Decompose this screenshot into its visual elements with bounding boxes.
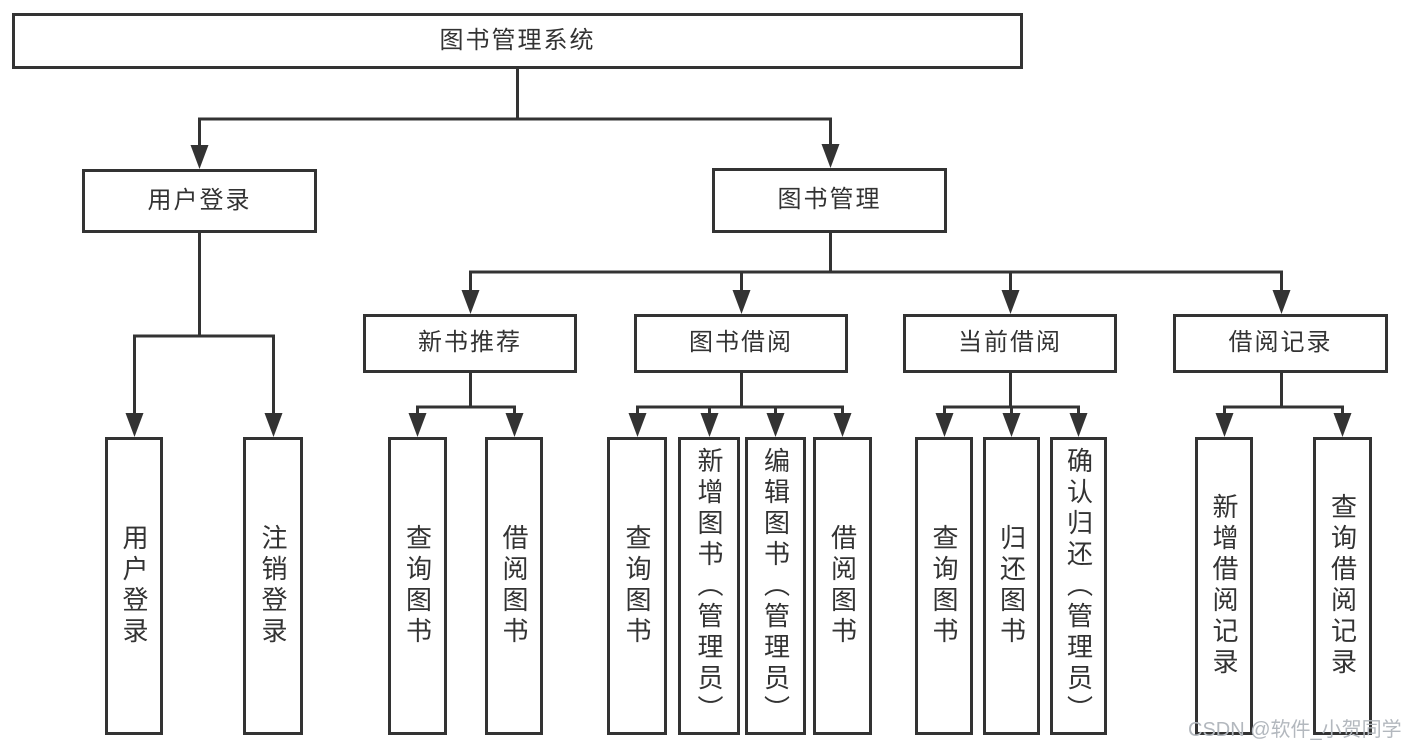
leaf-bb-edit-books-admin: 编辑图书（管理员） bbox=[745, 437, 806, 735]
connector-userlogin-to-leaves bbox=[125, 228, 283, 437]
leaf-bb-borrow-books: 借阅图书 bbox=[813, 437, 872, 735]
leaf-nbr-borrow-books: 借阅图书 bbox=[485, 437, 543, 735]
node-book-management: 图书管理 bbox=[712, 168, 947, 233]
leaf-logout: 注销登录 bbox=[243, 437, 303, 735]
connector-borrowrecords-to-leaves bbox=[1215, 368, 1352, 437]
connector-currentborrow-to-leaves bbox=[935, 368, 1088, 437]
node-borrowing-records: 借阅记录 bbox=[1173, 314, 1388, 373]
leaf-nbr-query-books: 查询图书 bbox=[388, 437, 447, 735]
leaf-bb-add-books-admin: 新增图书（管理员） bbox=[678, 437, 740, 735]
node-new-book-recommendation: 新书推荐 bbox=[363, 314, 577, 373]
leaf-br-query-record: 查询借阅记录 bbox=[1313, 437, 1372, 735]
connector-newbookrec-to-leaves bbox=[408, 368, 524, 437]
node-user-login: 用户登录 bbox=[82, 169, 317, 233]
leaf-cb-query-books: 查询图书 bbox=[915, 437, 973, 735]
connector-root-to-level2 bbox=[190, 64, 840, 169]
node-book-borrowing: 图书借阅 bbox=[634, 314, 848, 373]
node-root: 图书管理系统 bbox=[12, 13, 1023, 69]
node-current-borrowing: 当前借阅 bbox=[903, 314, 1117, 373]
connector-bookmgmt-to-level3 bbox=[461, 228, 1291, 314]
connector-bookborrow-to-leaves bbox=[628, 368, 852, 437]
leaf-br-add-record: 新增借阅记录 bbox=[1195, 437, 1253, 735]
leaf-cb-confirm-return-admin: 确认归还（管理员） bbox=[1050, 437, 1107, 735]
leaf-cb-return-books: 归还图书 bbox=[983, 437, 1040, 735]
leaf-bb-query-books: 查询图书 bbox=[607, 437, 667, 735]
leaf-user-login: 用户登录 bbox=[105, 437, 163, 735]
watermark: CSDN @软件_小贺同学 bbox=[1188, 719, 1402, 741]
